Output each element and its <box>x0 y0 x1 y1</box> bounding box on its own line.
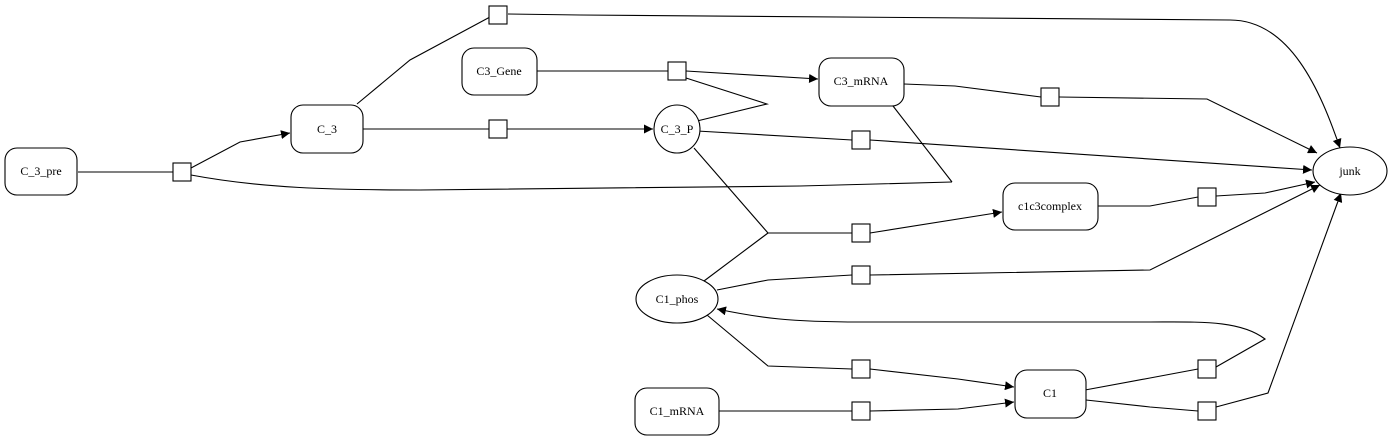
node-c1-label: C1 <box>1043 386 1057 400</box>
process-square <box>851 401 871 421</box>
node-c3-p[interactable]: C_3_P <box>653 104 701 154</box>
edge-process-to-c1c3complex <box>869 208 1003 234</box>
process-square <box>851 223 871 243</box>
process-square <box>488 5 508 25</box>
edge-process-to-c1-2 <box>869 398 1015 412</box>
node-c3-pre-label: C_3_pre <box>20 164 61 178</box>
process-square <box>172 162 192 182</box>
process-square <box>851 359 871 379</box>
edge-process-to-junk-5 <box>1215 192 1343 408</box>
node-c1c3complex-label: c1c3complex <box>1018 199 1082 213</box>
node-c1c3complex[interactable]: c1c3complex <box>1002 182 1099 231</box>
edge-process-to-junk-2 <box>869 139 1313 174</box>
edge-c1phos-to-process-c1 <box>706 314 853 370</box>
edges <box>78 13 1343 412</box>
process-square <box>667 61 687 81</box>
node-c3-gene[interactable]: C3_Gene <box>461 47 538 96</box>
node-junk[interactable]: junk <box>1312 146 1388 196</box>
edge-c1-to-process-2 <box>1085 399 1199 412</box>
edge-complex-to-process <box>1098 196 1199 207</box>
node-junk-label: junk <box>1338 164 1360 178</box>
node-c1-mrna-label: C1_mRNA <box>650 404 705 418</box>
process-square <box>851 130 871 150</box>
process-square <box>1040 87 1060 107</box>
edge-c3p-modifier <box>685 77 770 122</box>
node-c1-phos[interactable]: C1_phos <box>635 274 719 324</box>
edge-process-to-junk-4 <box>869 184 1321 276</box>
node-c3-pre[interactable]: C_3_pre <box>4 147 78 196</box>
edge-c3mrna-to-process <box>903 83 1042 98</box>
edge-c1phos-to-process <box>716 274 853 291</box>
edge-c1phos-to-complex-join <box>703 232 769 282</box>
node-c3-mrna-label: C3_mRNA <box>834 74 889 88</box>
process-square <box>1197 359 1217 379</box>
edge-process-to-c1 <box>869 368 1015 391</box>
edge-c3-to-degradation <box>356 16 491 105</box>
node-c1[interactable]: C1 <box>1014 369 1087 419</box>
edge-degradation-to-junk <box>507 13 1342 149</box>
node-c3[interactable]: C_3 <box>290 104 364 154</box>
edge-process-to-c3 <box>190 130 291 169</box>
edge-c3p-to-process <box>696 130 853 141</box>
edge-process-to-junk-link <box>190 174 953 191</box>
node-c1-mrna[interactable]: C1_mRNA <box>634 387 720 436</box>
process-square <box>1197 401 1217 421</box>
edge-process-to-c1phos <box>716 306 1266 368</box>
edge-process-to-junk-3 <box>1215 179 1316 197</box>
node-c3-mrna[interactable]: C3_mRNA <box>818 57 905 107</box>
node-c3-gene-label: C3_Gene <box>476 64 521 78</box>
process-square <box>851 265 871 285</box>
edge-process-to-c3mrna <box>685 70 819 83</box>
edge-process-to-junk-1 <box>1058 96 1318 154</box>
edge-c3p-to-complex-join <box>693 147 769 234</box>
node-c3-label: C_3 <box>317 122 337 136</box>
edge-c1-to-process <box>1084 368 1199 391</box>
node-c1-phos-label: C1_phos <box>656 292 699 306</box>
process-nodes <box>172 5 1217 421</box>
node-c3-p-label: C_3_P <box>661 122 694 136</box>
process-square <box>1197 187 1217 207</box>
process-square <box>488 119 508 139</box>
